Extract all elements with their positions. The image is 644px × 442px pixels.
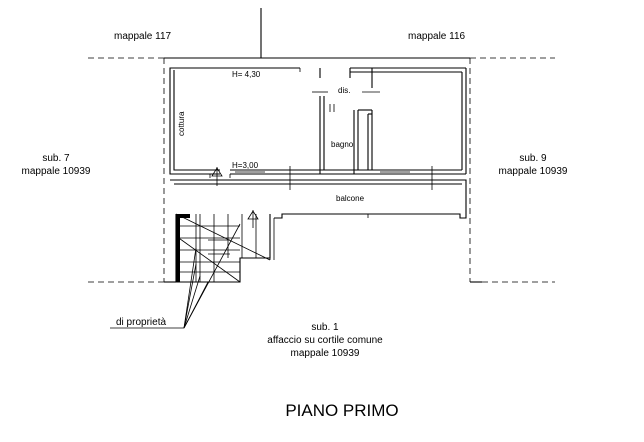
label-height-top: H= 4,30 [232, 70, 261, 79]
label-room-cottura: cottura [177, 111, 186, 136]
label-sub9-mappale: mappale 10939 [499, 166, 568, 177]
label-room-bagno: bagno [331, 140, 354, 149]
label-sub9: sub. 9 [519, 153, 547, 164]
leader-lines [110, 223, 241, 329]
page-title: PIANO PRIMO [285, 401, 398, 420]
label-room-dis: dis. [338, 86, 350, 95]
label-mappale-117: mappale 117 [114, 31, 172, 42]
interior-walls [312, 91, 380, 174]
label-sub1-affaccio: affaccio su cortile comune [267, 335, 383, 346]
label-mappale-116: mappale 116 [408, 31, 466, 42]
label-sub7: sub. 7 [42, 153, 70, 164]
exterior-walls [169, 67, 467, 175]
label-balcone: balcone [336, 194, 365, 203]
label-sub1: sub. 1 [311, 322, 339, 333]
label-sub7-mappale: mappale 10939 [22, 166, 91, 177]
door-arrows [211, 167, 259, 228]
label-di-proprieta: di proprietà [116, 317, 166, 328]
label-sub1-mappale: mappale 10939 [291, 348, 360, 359]
label-height-bottom: H=3,00 [232, 161, 259, 170]
windows [209, 166, 433, 190]
staircase [175, 213, 271, 283]
property-boundaries [88, 8, 555, 283]
